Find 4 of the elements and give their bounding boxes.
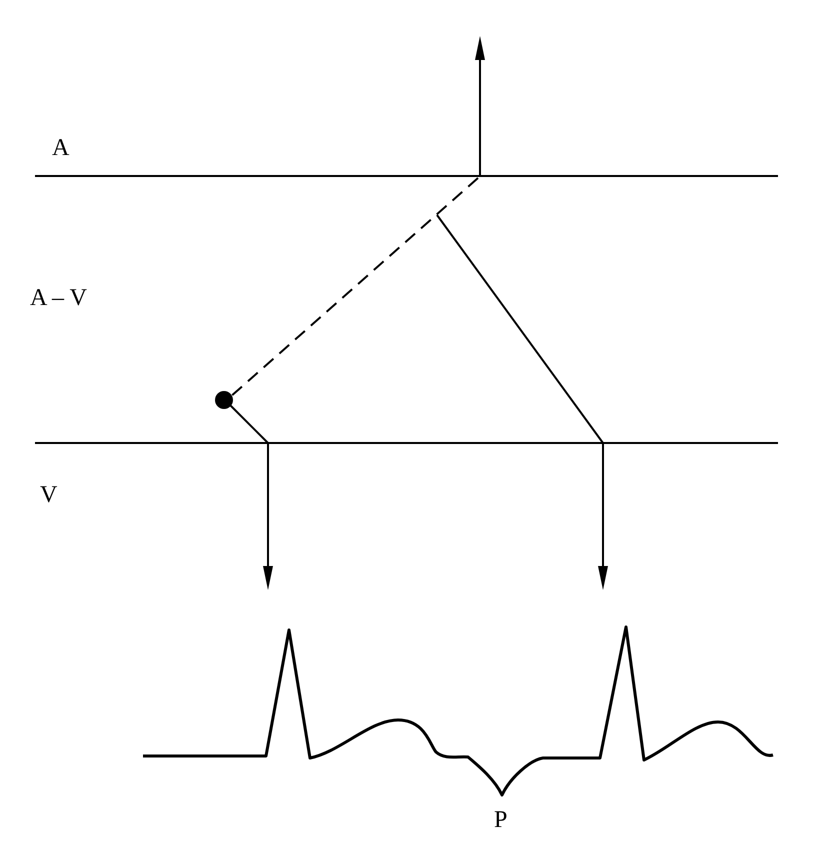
lane-label: V bbox=[40, 483, 58, 507]
wave-label: P bbox=[494, 808, 508, 832]
lane-label: A – V bbox=[30, 286, 87, 310]
lane-label: A bbox=[52, 136, 70, 160]
